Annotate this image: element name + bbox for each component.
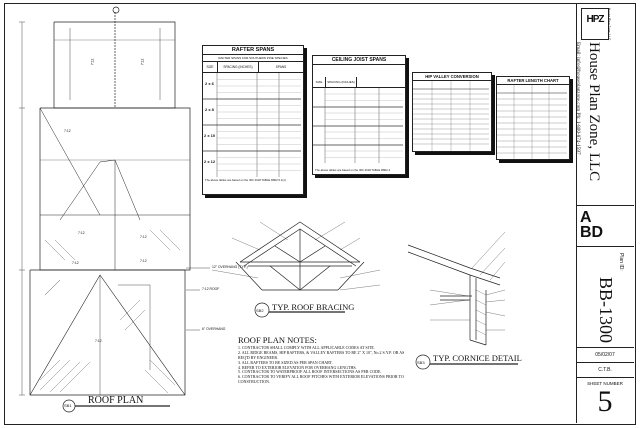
title-block: [576, 3, 635, 423]
notes-title: ROOF PLAN NOTES:: [238, 335, 317, 345]
bracing-title: TYP. ROOF BRACING: [272, 302, 355, 312]
plan-id: BB-1300: [596, 277, 616, 344]
rafter-spans-subtitle: RAFTER SPANS FOR SOUTHERN PINE SPECIES: [203, 55, 303, 62]
col-size: SIZE: [203, 62, 218, 72]
date-cell: 05/02/07: [576, 347, 634, 362]
roof-pitch-label: 7:12: [72, 261, 79, 265]
cornice-tag: SB3: [417, 360, 425, 365]
rafter-spans-table: RAFTER SPANS RAFTER SPANS FOR SOUTHERN P…: [202, 45, 304, 195]
company-logo: HPZ: [581, 8, 609, 40]
company-contact: Email: info@houseplanzone.com Ph: 1-800-…: [575, 42, 581, 155]
notes-list: 1. CONTRACTOR SHALL COMPLY WITH ALL APPL…: [238, 345, 408, 385]
bracing-tag: SB2: [256, 308, 264, 313]
abd-logo: A BD: [580, 209, 634, 242]
drawing-date: 05/02/07: [595, 352, 615, 358]
logo-subtext: House Plan Zone, LLC: [607, 8, 611, 41]
hip-valley-grid: [413, 81, 489, 151]
rafter-length-grid: [497, 85, 567, 159]
roof-pitch-label: 7:12: [64, 129, 71, 133]
pitch-note: 7:12 ROOF: [202, 287, 220, 291]
note-item: 6. CONTRACTOR TO VERIFY ALL ROOF PITCHES…: [238, 374, 404, 385]
ceiling-joist-table: CEILING JOIST SPANS SIZE SPACING (INCHES…: [312, 55, 406, 175]
col-size: SIZE: [313, 77, 326, 87]
ceiling-joist-title: CEILING JOIST SPANS: [313, 56, 405, 65]
ceiling-footnote: The above tables are based on the IRC 20…: [315, 168, 390, 172]
note-item: 5. CONTRACTOR TO WATERPROOF ALL ROOF INT…: [238, 369, 382, 375]
rafter-length-chart: RAFTER LENGTH CHART: [496, 76, 570, 160]
rafter-size-2x8: 2 x 8: [205, 107, 214, 112]
rafter-size-2x10: 2 x 10: [204, 133, 216, 138]
roof-pitch-label: 7:12: [78, 231, 85, 235]
abd-logo-top: A: [580, 209, 592, 226]
hip-valley-table: HIP VALLEY CONVERSION: [412, 72, 492, 152]
plan-id-label: Plan ID:: [618, 253, 624, 271]
rafter-footnote: The above tables are based on the IRC 20…: [205, 178, 286, 182]
overhang-note: 12" OVERHANG (TYP.): [212, 265, 248, 269]
col-spans: SPANS: [275, 65, 287, 69]
col-spacing: SPACING (INCHES): [218, 62, 259, 72]
company-name: House Plan Zone, LLC: [586, 42, 602, 182]
note-item: 3. ALL RAFTERS TO BE SIZED AS PER SPAN C…: [238, 359, 333, 365]
roof-pitch-label: 7:12: [140, 235, 147, 239]
abd-cell: A BD: [576, 205, 634, 246]
col-spacing: SPACING (INCHES): [326, 77, 357, 87]
sheet-number-label: SHEET NUMBER: [587, 381, 623, 386]
hip-valley-title: HIP VALLEY CONVERSION: [413, 73, 491, 81]
sheet-number: 5: [597, 385, 613, 418]
cornice-callout-bubble: [415, 354, 431, 370]
plan-id-cell: Plan ID: BB-1300: [576, 246, 634, 347]
drawn-by: C.T.B.: [598, 367, 612, 373]
rafter-size-2x12: 2 x 12: [204, 159, 216, 164]
note-item: 1. CONTRACTOR SHALL COMPLY WITH ALL APPL…: [238, 345, 375, 350]
drawn-by-cell: C.T.B.: [576, 362, 634, 377]
logo-mark: HPZ: [586, 14, 605, 25]
roof-plan-notes: ROOF PLAN NOTES: 1. CONTRACTOR SHALL COM…: [238, 335, 408, 385]
overhang-note: 6" OVERHANG: [202, 327, 226, 331]
note-item: 2. ALL RIDGE BEAMS, HIP RAFTERS, & VALLE…: [238, 349, 405, 360]
rafter-size-2x6: 2 x 6: [205, 81, 214, 86]
ceiling-grid: [313, 88, 403, 163]
roof-plan-title: ROOF PLAN: [88, 395, 144, 406]
sheet-number-cell: SHEET NUMBER 5: [576, 377, 634, 424]
rafter-spans-title: RAFTER SPANS: [203, 46, 303, 55]
roof-pitch-label: 7:12: [95, 339, 102, 343]
roof-plan-tag: SB1: [64, 403, 72, 408]
cornice-title: TYP. CORNICE DETAIL: [433, 353, 522, 363]
roof-pitch-label: 7:12: [140, 259, 147, 263]
abd-logo-bottom: BD: [580, 224, 604, 242]
rafter-grid: [203, 73, 301, 177]
bracing-callout-bubble: [254, 302, 270, 318]
sheet-border: [4, 3, 636, 425]
rafter-length-title: RAFTER LENGTH CHART: [497, 77, 569, 85]
note-item: 4. REFER TO EXTERIOR ELEVATION FOR OVERH…: [238, 364, 357, 370]
